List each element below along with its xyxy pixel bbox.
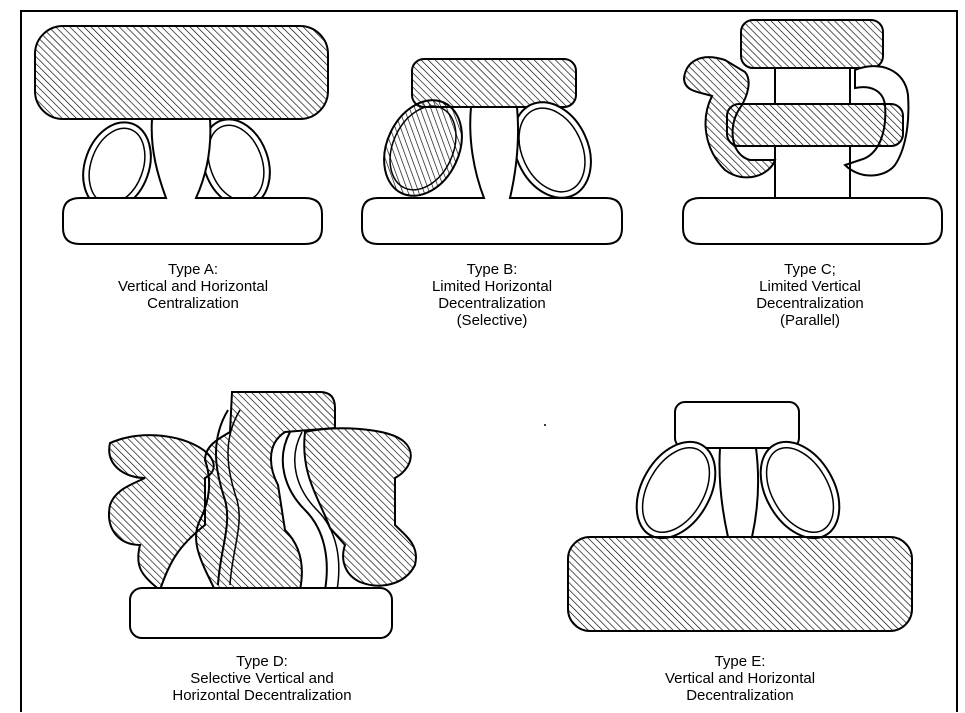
type-c-caption-line: Decentralization (680, 295, 940, 312)
type-d-operating-core (130, 588, 392, 638)
type-d-caption-line: Type D: (132, 653, 392, 670)
type-e-caption-line: Decentralization (610, 687, 870, 704)
type-c-caption-line: (Parallel) (680, 312, 940, 329)
type-c-middle-line (727, 104, 903, 146)
type-e-caption-line: Type E: (610, 653, 870, 670)
type-b-caption-line: Type B: (362, 261, 622, 278)
type-a-strategic-apex (35, 26, 328, 119)
type-e-operating-core (568, 537, 912, 631)
type-e-caption-line: Vertical and Horizontal (610, 670, 870, 687)
type-a-caption-line: Vertical and Horizontal (63, 278, 323, 295)
type-c-figure (683, 20, 942, 244)
type-d-caption-line: Horizontal Decentralization (132, 687, 392, 704)
type-a-caption-line: Centralization (63, 295, 323, 312)
type-c-caption: Type C; Limited Vertical Decentralizatio… (680, 261, 940, 329)
type-c-operating-core (683, 198, 942, 244)
type-e-middle-line (719, 448, 758, 537)
type-a-figure (35, 26, 328, 244)
type-c-caption-line: Type C; (680, 261, 940, 278)
type-e-caption: Type E: Vertical and Horizontal Decentra… (610, 653, 870, 704)
type-d-figure (109, 392, 416, 638)
type-b-caption-line: Limited Horizontal (362, 278, 622, 295)
type-c-caption-line: Limited Vertical (680, 278, 940, 295)
type-b-caption: Type B: Limited Horizontal Decentralizat… (362, 261, 622, 329)
type-d-right-staff (304, 428, 416, 585)
type-c-strategic-apex (741, 20, 883, 68)
type-b-figure (362, 59, 622, 244)
type-d-caption: Type D: Selective Vertical and Horizonta… (132, 653, 392, 704)
type-b-caption-line: (Selective) (362, 312, 622, 329)
type-a-caption-line: Type A: (63, 261, 323, 278)
type-a-caption: Type A: Vertical and Horizontal Centrali… (63, 261, 323, 312)
type-d-left-staff (109, 435, 214, 590)
type-b-caption-line: Decentralization (362, 295, 622, 312)
type-d-caption-line: Selective Vertical and (132, 670, 392, 687)
type-e-figure (568, 402, 912, 631)
